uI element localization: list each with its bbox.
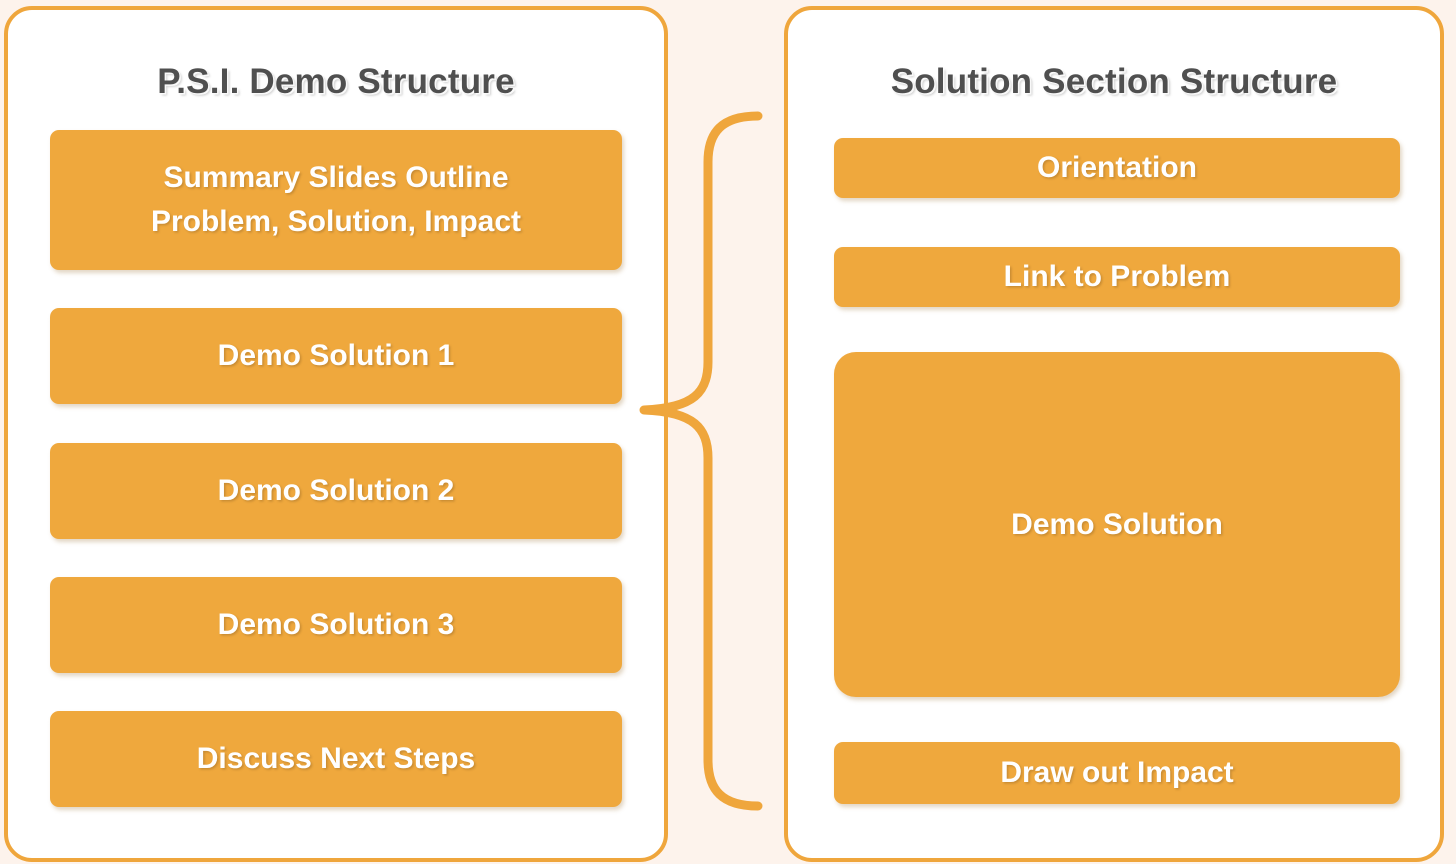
step-label: Demo Solution 3 — [217, 608, 455, 642]
step-box-discuss-next-steps[interactable]: Discuss Next Steps — [50, 711, 622, 807]
step-label: Demo Solution 1 — [217, 339, 455, 373]
step-box-demo-solution[interactable]: Demo Solution — [834, 352, 1400, 697]
page-title-right: Solution Section Structure — [890, 62, 1338, 101]
page-title-left: P.S.I. Demo Structure — [157, 62, 515, 101]
step-box-link-to-problem[interactable]: Link to Problem — [834, 247, 1400, 307]
step-box-demo-solution-1[interactable]: Demo Solution 1 — [50, 308, 622, 404]
step-box-orientation[interactable]: Orientation — [834, 138, 1400, 198]
step-box-demo-solution-2[interactable]: Demo Solution 2 — [50, 443, 622, 539]
step-label: Summary Slides Outline Problem, Solution… — [150, 161, 522, 238]
step-label: Link to Problem — [1003, 260, 1231, 294]
step-box-summary-slides[interactable]: Summary Slides Outline Problem, Solution… — [50, 130, 622, 270]
step-label: Draw out Impact — [1000, 756, 1234, 790]
step-label: Discuss Next Steps — [196, 742, 476, 776]
step-box-demo-solution-3[interactable]: Demo Solution 3 — [50, 577, 622, 673]
step-label: Demo Solution 2 — [217, 474, 455, 508]
step-label: Orientation — [1036, 151, 1197, 185]
step-box-draw-out-impact[interactable]: Draw out Impact — [834, 742, 1400, 804]
step-label: Demo Solution — [1011, 507, 1223, 541]
